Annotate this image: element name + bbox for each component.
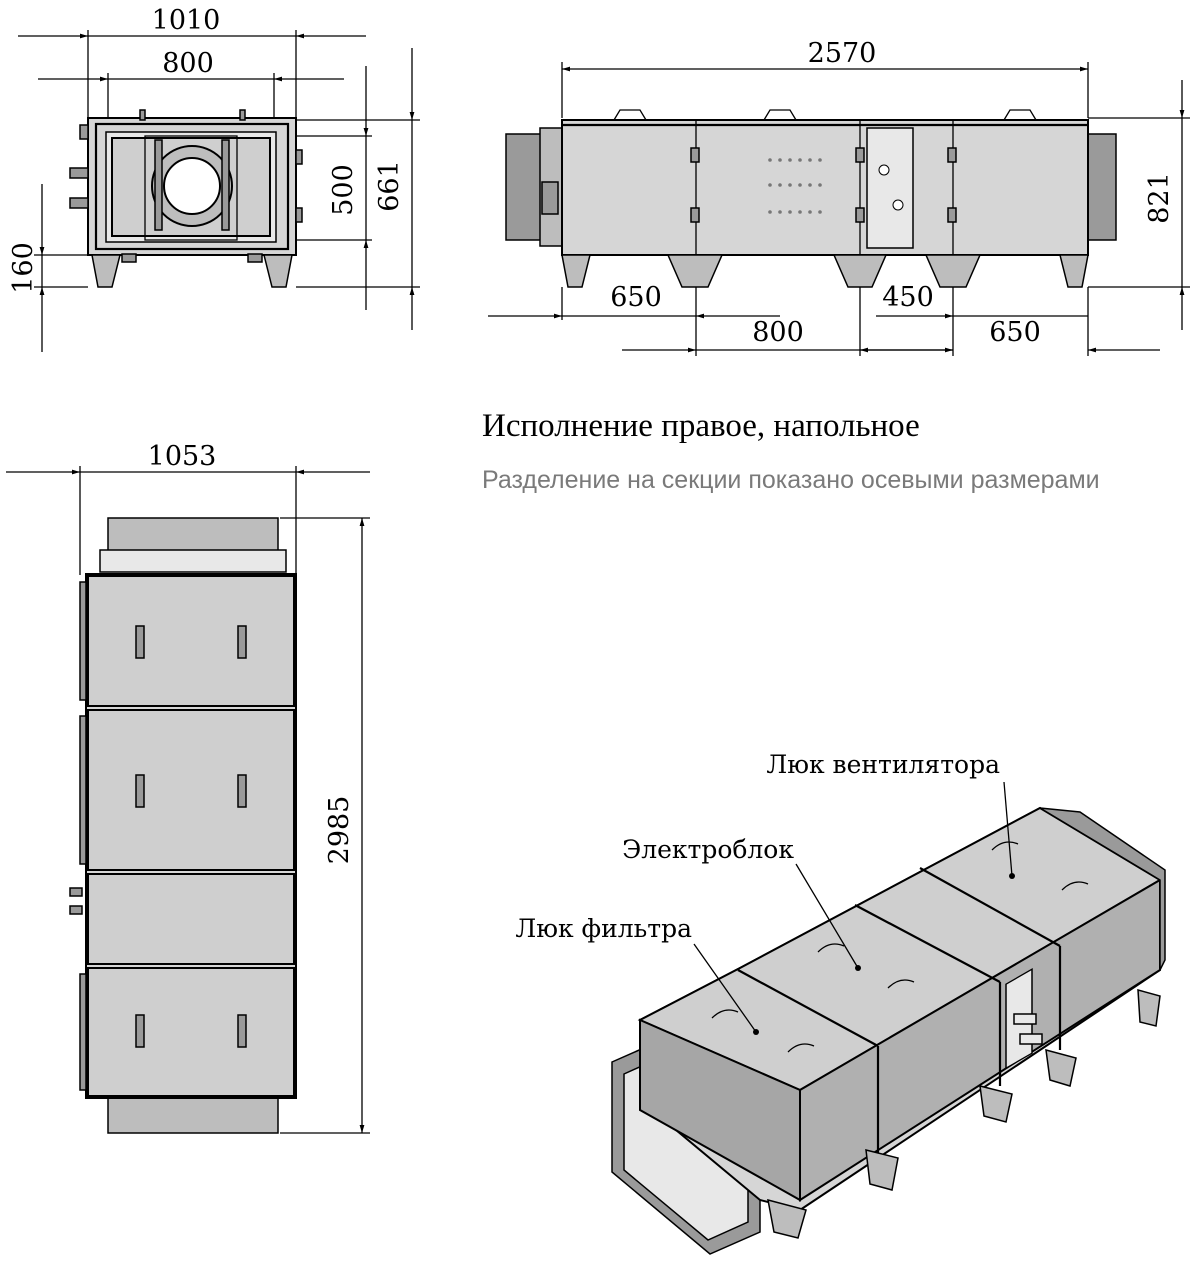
caption-title: Исполнение правое, напольное: [482, 408, 920, 444]
dim-top-1053: 1053: [148, 441, 217, 472]
callout-fan-hatch: Люк вентилятора: [766, 750, 1000, 779]
dim-front-800: 800: [162, 48, 214, 79]
dim-side-2570: 2570: [808, 38, 877, 69]
callout-filter-hatch: Люк фильтра: [515, 914, 692, 943]
side-view: 2570 821 650 800 450 650: [488, 38, 1190, 356]
dim-front-500: 500: [328, 164, 359, 216]
caption-subtitle: Разделение на секции показано осевыми ра…: [482, 466, 1100, 494]
dim-side-800: 800: [752, 317, 804, 348]
dim-top-2985: 2985: [324, 796, 355, 865]
isometric-view: Люк вентилятора Электроблок Люк фильтра: [515, 750, 1166, 1255]
dim-front-1010: 1010: [152, 5, 221, 36]
dim-front-661: 661: [374, 160, 405, 212]
vent-holes: [768, 158, 822, 214]
dim-side-821: 821: [1144, 172, 1175, 224]
dim-front-160: 160: [8, 242, 39, 294]
dim-side-650-left: 650: [610, 282, 662, 313]
front-view: 1010 800 500 661 160: [8, 5, 420, 352]
callout-electrical-block: Электроблок: [622, 835, 794, 864]
top-view: 1053 2985: [6, 441, 370, 1134]
dim-side-650-right: 650: [989, 317, 1041, 348]
dim-side-450: 450: [882, 282, 934, 313]
